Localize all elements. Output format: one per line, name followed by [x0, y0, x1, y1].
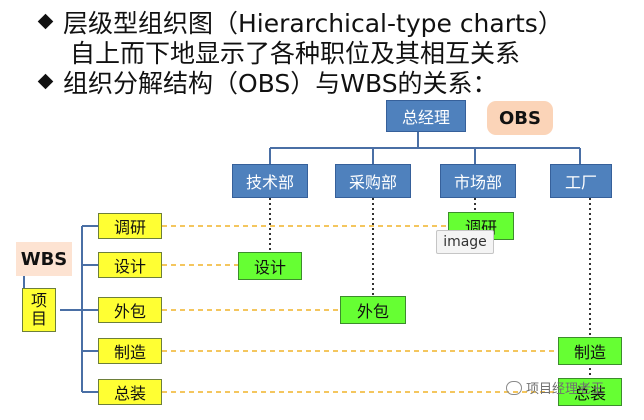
watermark-text: 项目经理老王 — [526, 382, 605, 397]
wechat-icon — [506, 380, 522, 395]
obs-dept-purchase: 采购部 — [335, 164, 411, 198]
obs-dept-factory: 工厂 — [550, 164, 612, 198]
wbs-item-design: 设计 — [98, 252, 162, 278]
wbs-item-research: 调研 — [98, 213, 162, 239]
wbs-dashed-lines — [162, 225, 558, 393]
wbs-label: WBS — [16, 242, 72, 276]
obs-dept-tech: 技术部 — [232, 164, 308, 198]
obs-root-general-manager: 总经理 — [386, 100, 466, 132]
heading-line-2: 自上而下地显示了各种职位及其相互关系 — [70, 34, 520, 70]
assignment-manufacturing-factory: 制造 — [558, 337, 622, 365]
heading-line-1: 层级型组织图（Hierarchical-type charts） — [37, 4, 563, 40]
obs-hierarchy-lines — [269, 132, 581, 164]
wbs-item-assembly: 总装 — [98, 379, 162, 405]
wbs-root-project: 项 目 — [22, 288, 56, 332]
heading-line-3-text: 组织分解结构（OBS）与WBS的关系： — [63, 69, 498, 98]
obs-label: OBS — [487, 101, 553, 135]
image-tooltip: image — [436, 230, 494, 254]
wbs-item-manufacturing: 制造 — [98, 338, 162, 364]
assignment-outsourcing-purchase: 外包 — [340, 296, 406, 324]
heading-line-1-text: 层级型组织图（Hierarchical-type charts） — [63, 9, 563, 38]
watermark: 项目经理老王 — [506, 378, 604, 397]
heading-line-3: 组织分解结构（OBS）与WBS的关系： — [37, 64, 498, 100]
obs-dept-market: 市场部 — [440, 164, 516, 198]
heading-line-2-text: 自上而下地显示了各种职位及其相互关系 — [70, 39, 521, 68]
wbs-tree-lines — [23, 225, 98, 393]
assignment-assembly-factory: 总装 — [558, 378, 622, 406]
assignment-design-tech: 设计 — [238, 252, 302, 280]
wbs-item-outsourcing: 外包 — [98, 297, 162, 323]
